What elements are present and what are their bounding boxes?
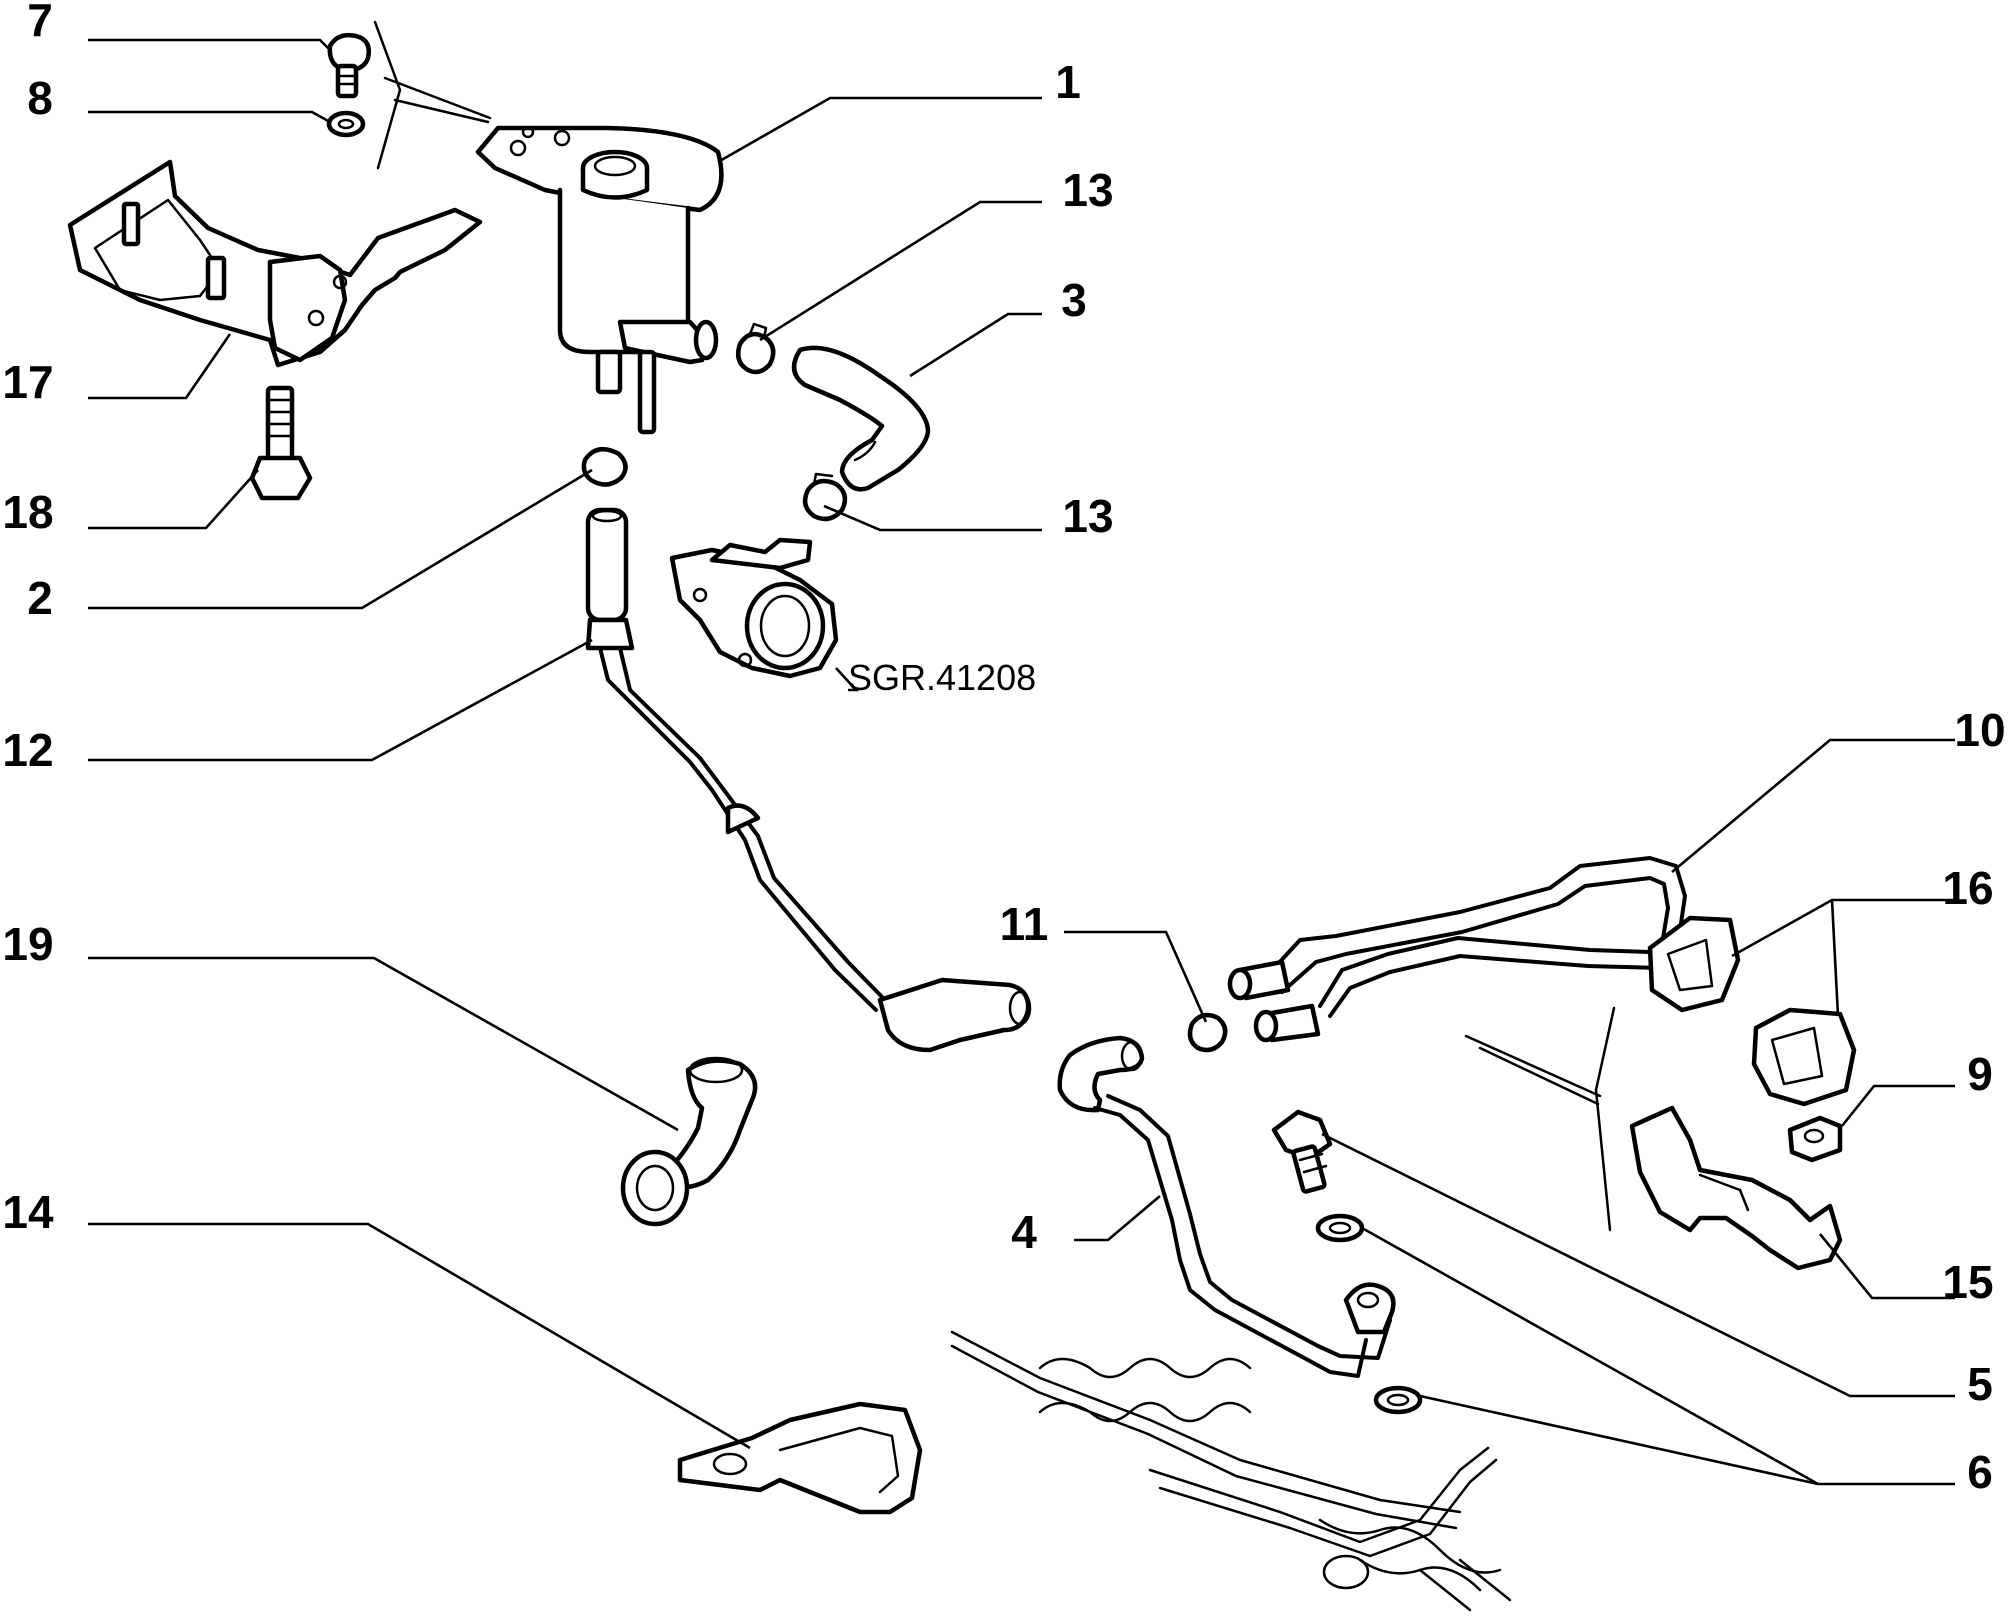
part-18-bolt — [249, 385, 313, 501]
callout-3: 3 — [1061, 274, 1087, 326]
part-17-bracket — [67, 159, 483, 368]
part-19-hose — [620, 1056, 758, 1227]
callout-labels: 1 2 3 4 5 6 7 8 9 10 11 12 13 13 14 15 1… — [2, 0, 2005, 1498]
callout-10: 10 — [1954, 704, 2005, 756]
part-4-pipe — [1057, 1035, 1396, 1378]
steering-rack-background — [950, 1330, 1512, 1612]
callout-12: 12 — [2, 724, 53, 776]
part-6-washer-lower — [1373, 1385, 1423, 1415]
callout-8: 8 — [27, 72, 53, 124]
callout-19: 19 — [2, 918, 53, 970]
bracket-lines-15-16 — [1464, 1006, 1616, 1232]
part-11-clamp — [1187, 1012, 1228, 1053]
part-13-clamp-upper — [736, 322, 776, 375]
part-1-reservoir — [475, 125, 724, 435]
callout-13-lower: 13 — [1062, 490, 1113, 542]
part-15-bracket — [1629, 1105, 1843, 1271]
callout-4: 4 — [1011, 1206, 1037, 1258]
leader-lines — [88, 38, 1955, 1486]
callout-6: 6 — [1967, 1446, 1993, 1498]
callout-9: 9 — [1967, 1048, 1993, 1100]
part-throttle-body-reference — [669, 537, 839, 679]
part-5-bolt — [1271, 1109, 1333, 1194]
callout-13-upper: 13 — [1062, 164, 1113, 216]
part-12-pipe — [585, 507, 1032, 1053]
part-7-bolt — [327, 32, 371, 99]
callout-2: 2 — [27, 572, 53, 624]
part-16-bushing-left — [1647, 915, 1741, 1013]
callout-11: 11 — [1000, 898, 1049, 950]
callout-14: 14 — [2, 1186, 54, 1238]
bracket-lines-7-8 — [373, 20, 492, 170]
part-14-bracket — [677, 1401, 923, 1515]
part-3-hose — [791, 345, 931, 492]
callout-16: 16 — [1942, 862, 1993, 914]
part-2-clamp — [581, 446, 628, 487]
part-10-pipe — [1227, 856, 1687, 1043]
callout-5: 5 — [1967, 1358, 1993, 1410]
callout-1: 1 — [1055, 56, 1081, 108]
callout-15: 15 — [1942, 1256, 1993, 1308]
part-6-washer-upper — [1315, 1213, 1365, 1243]
part-9-nut — [1787, 1115, 1843, 1163]
callout-7: 7 — [27, 0, 53, 46]
callout-17: 17 — [2, 356, 53, 408]
part-8-washer — [326, 110, 366, 138]
part-16-bushing-right — [1751, 1007, 1857, 1107]
callout-18: 18 — [2, 486, 53, 538]
reference-code: SGR.41208 — [848, 657, 1036, 698]
